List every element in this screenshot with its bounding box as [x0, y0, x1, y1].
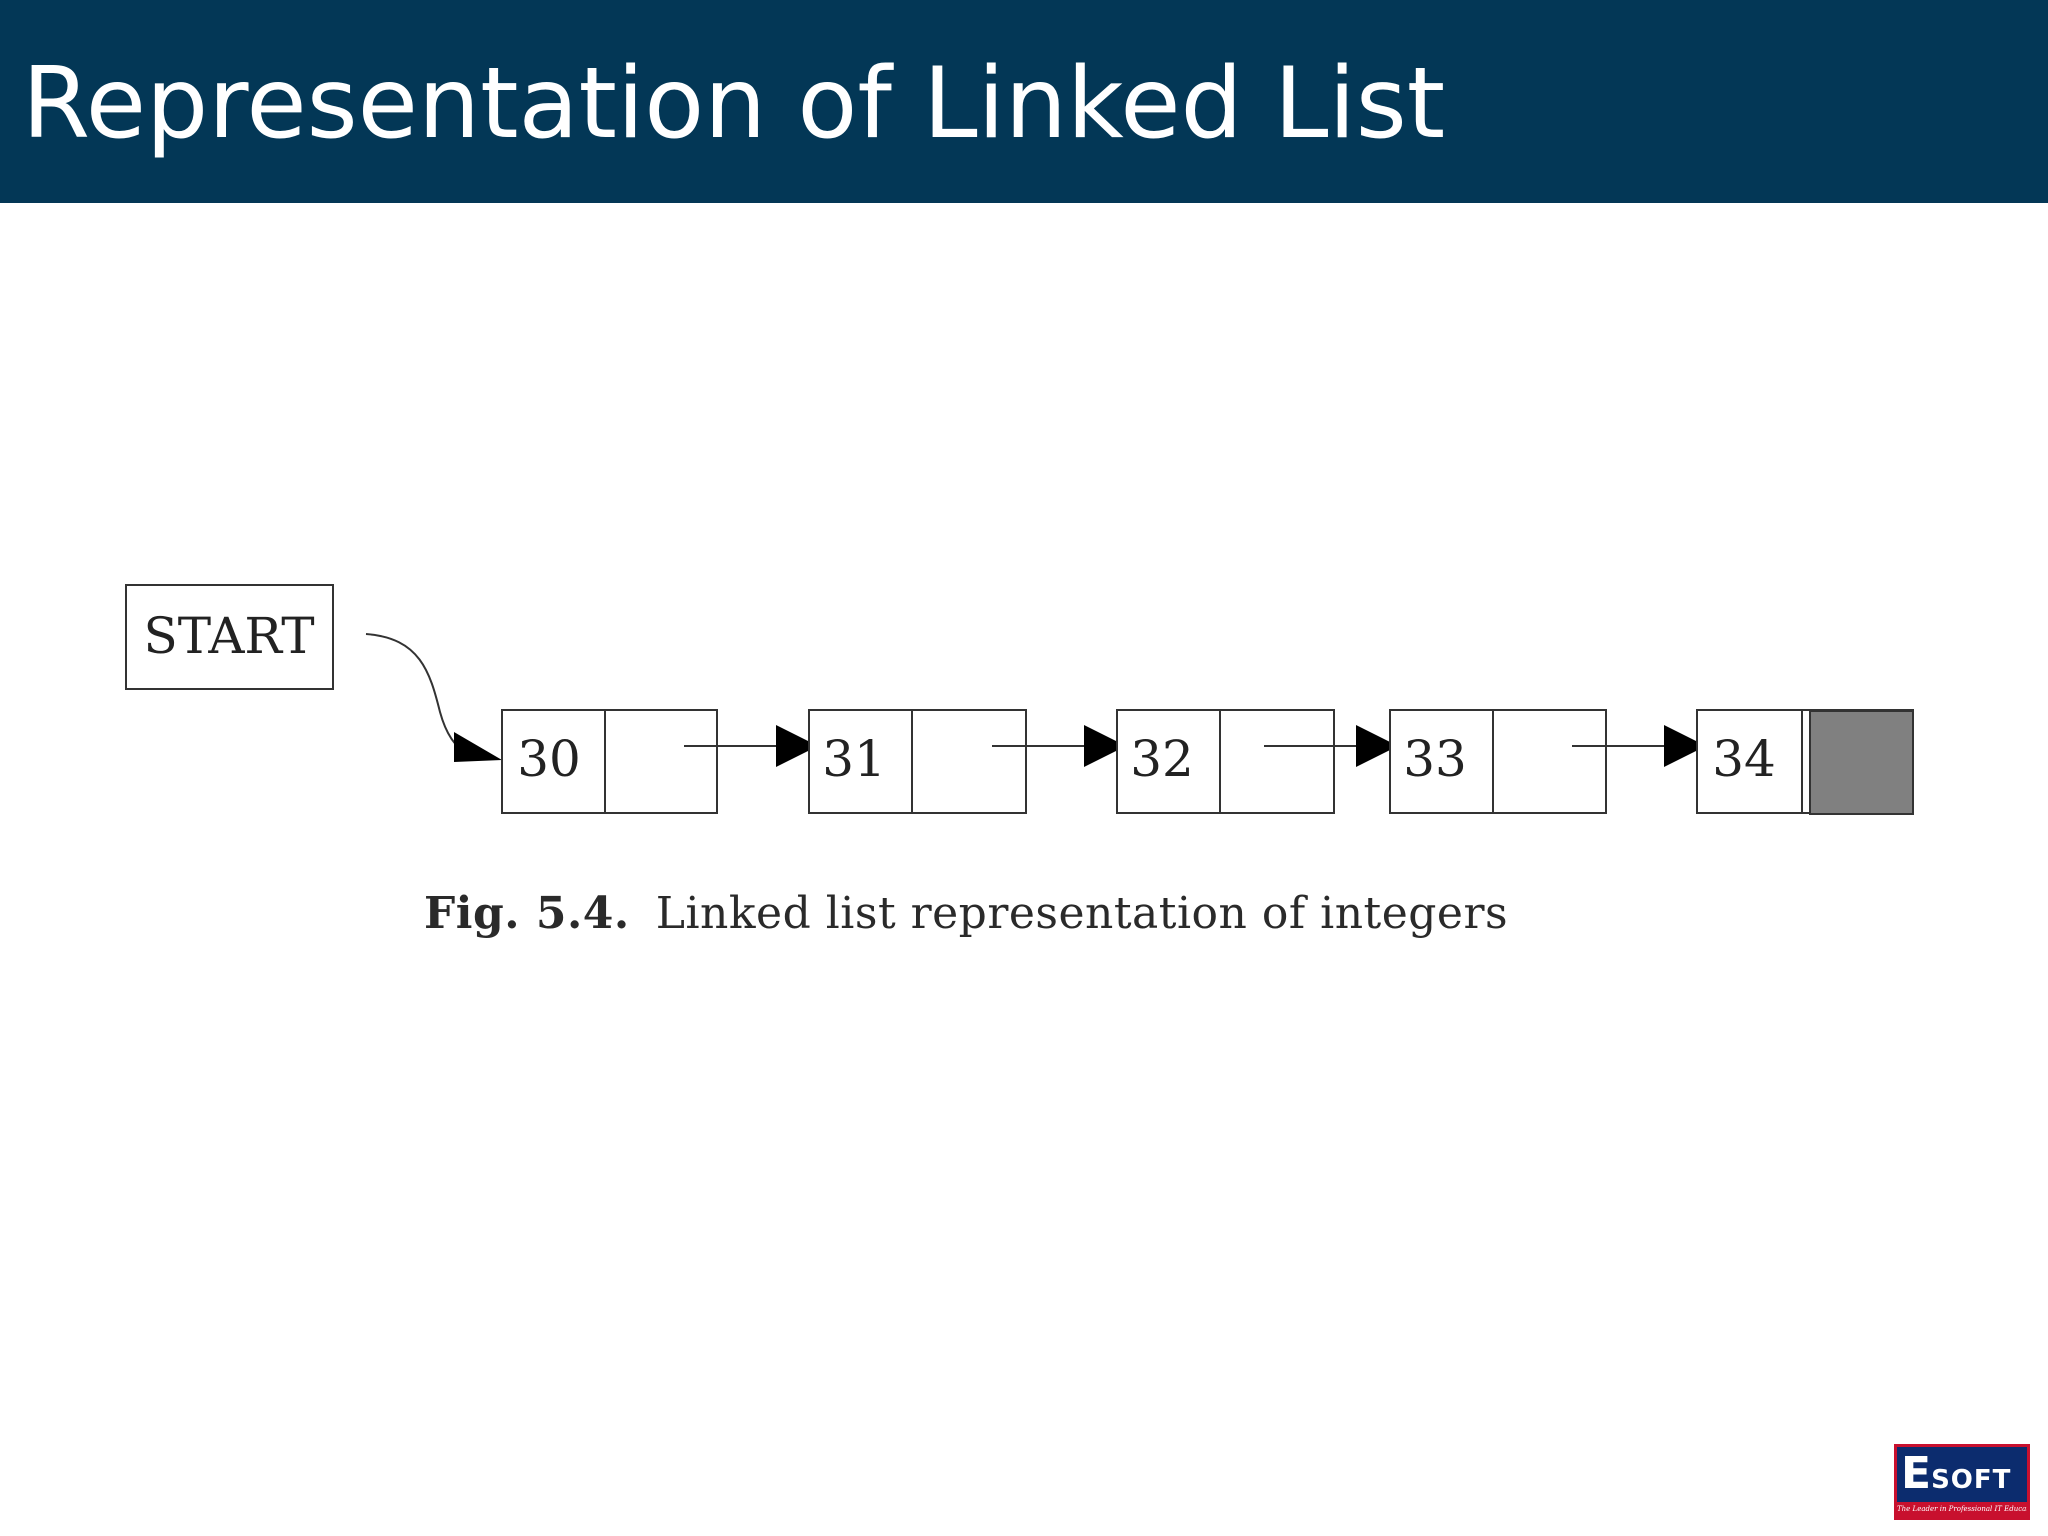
node-value: 31	[822, 730, 886, 788]
figure-caption: Fig. 5.4. Linked list representation of i…	[424, 884, 1604, 944]
node-value: 34	[1712, 730, 1776, 788]
start-pointer-box: START	[125, 584, 334, 690]
node-box	[808, 709, 1027, 814]
start-arrow	[365, 633, 502, 762]
logo-tagline: The Leader in Professional IT Education	[1897, 1502, 2027, 1517]
logo-wordmark: ESOFT	[1901, 1448, 2012, 1499]
start-label: START	[143, 607, 314, 665]
node-33: 33	[1389, 709, 1607, 814]
node-34: 34	[1696, 709, 1914, 815]
node-30: 30	[501, 709, 718, 814]
node-32: 32	[1116, 709, 1335, 814]
node-31: 31	[808, 709, 1027, 814]
node-value: 33	[1403, 730, 1467, 788]
start-arrowhead	[454, 732, 502, 762]
node-box	[1116, 709, 1335, 814]
link-arrow-33-34	[1572, 725, 1706, 767]
null-pointer-cell	[1809, 710, 1914, 815]
node-box	[1389, 709, 1607, 814]
title-bar: Representation of Linked List	[0, 0, 2048, 203]
figure-caption-text: Linked list representation of integers	[655, 888, 1509, 939]
figure-number: Fig. 5.4.	[424, 888, 630, 939]
esoft-logo: ESOFT The Leader in Professional IT Educ…	[1894, 1444, 2030, 1520]
link-arrow-31-32	[992, 725, 1126, 767]
link-arrow-30-31	[684, 725, 818, 767]
link-arrow-32-33	[1264, 725, 1398, 767]
slide-title: Representation of Linked List	[22, 47, 1446, 161]
node-box	[501, 709, 718, 814]
node-value: 32	[1130, 730, 1194, 788]
node-value: 30	[517, 730, 581, 788]
